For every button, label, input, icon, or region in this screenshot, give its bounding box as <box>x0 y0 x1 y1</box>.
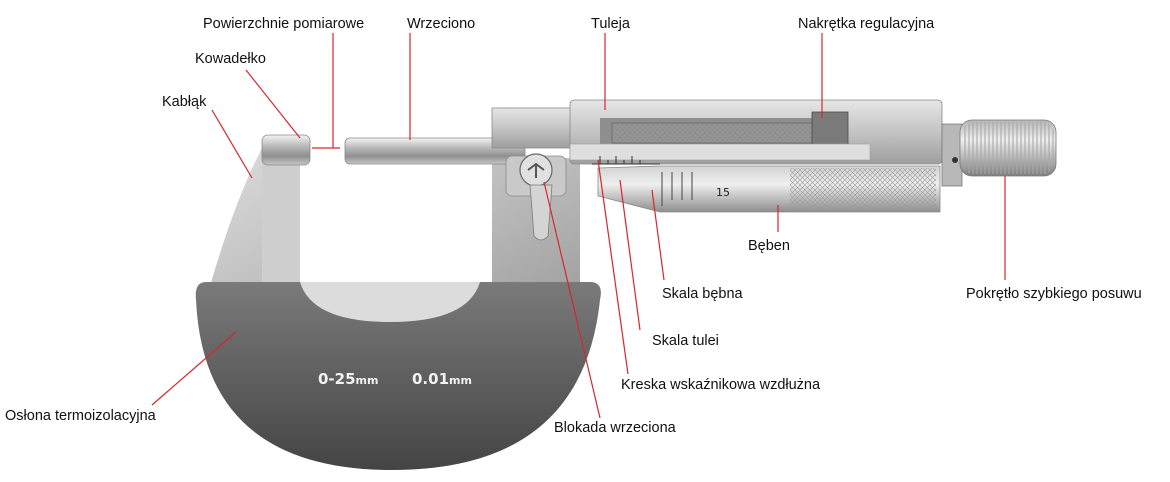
label-adjusting-nut: Nakrętka regulacyjna <box>798 16 935 32</box>
labels: Powierzchnie pomiarowe Wrzeciono Tuleja … <box>5 16 1142 436</box>
engraved-range: 0-25mm <box>318 370 378 388</box>
label-index-line: Kreska wskaźnikowa wzdłużna <box>621 377 821 393</box>
leader-index-line <box>597 159 629 375</box>
leader-anvil <box>245 69 301 139</box>
sleeve <box>491 99 943 165</box>
thimble-number: 15 <box>716 186 730 199</box>
label-frame: Kabłąk <box>162 94 207 110</box>
label-sleeve-scale: Skala tulei <box>652 333 719 349</box>
label-ratchet: Pokrętło szybkiego posuwu <box>966 286 1142 302</box>
leader-heat-insulator <box>151 331 237 406</box>
label-thimble-scale: Skala bębna <box>662 286 744 302</box>
spindle <box>344 137 526 165</box>
label-spindle-lock: Blokada wrzeciona <box>554 420 677 436</box>
label-anvil: Kowadełko <box>195 51 266 67</box>
anvil <box>261 134 311 166</box>
thimble: 15 <box>597 165 941 213</box>
heat-insulator <box>195 282 601 470</box>
label-surfaces: Powierzchnie pomiarowe <box>203 16 364 32</box>
label-spindle: Wrzeciono <box>407 16 475 32</box>
leader-spindle-lock <box>543 181 601 419</box>
label-sleeve: Tuleja <box>591 16 631 32</box>
engraved-resolution: 0.01mm <box>412 370 472 388</box>
leader-frame <box>211 109 253 179</box>
ratchet <box>941 119 1057 187</box>
leader-sleeve-scale <box>619 179 641 331</box>
leader-lines <box>151 33 1006 419</box>
label-thimble: Bęben <box>748 238 790 254</box>
label-heat-insulator: Osłona termoizolacyjna <box>5 408 157 424</box>
spindle-lock <box>505 153 567 241</box>
sleeve-scale <box>592 156 660 165</box>
leader-surfaces <box>312 33 340 149</box>
leader-thimble-scale <box>651 189 665 281</box>
